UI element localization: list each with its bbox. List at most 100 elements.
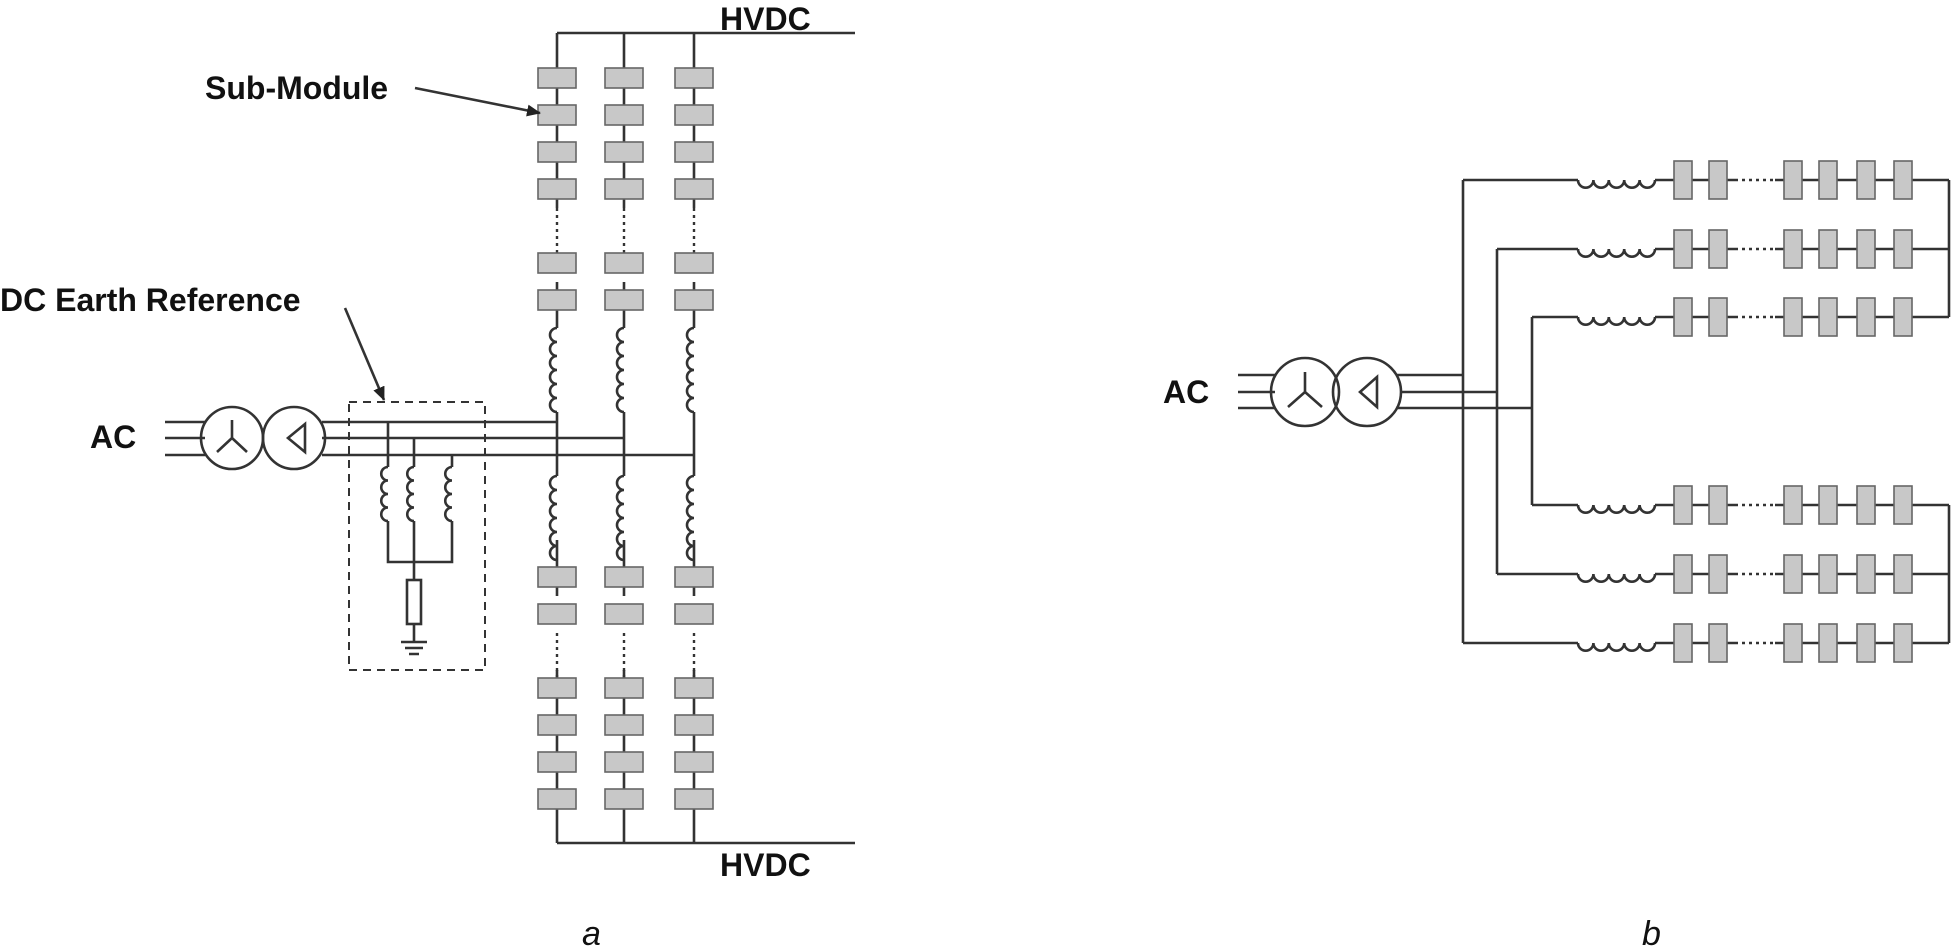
inductor-coil-icon xyxy=(615,326,625,414)
sub-module xyxy=(537,178,577,200)
dc-earth-reference-label: DC Earth Reference xyxy=(0,282,301,318)
converter-arms xyxy=(1463,160,1949,663)
phase-leg xyxy=(604,33,644,843)
sub-module xyxy=(537,566,577,588)
sub-module xyxy=(537,714,577,736)
sub-module xyxy=(1673,554,1693,594)
sub-module xyxy=(674,603,714,625)
sub-module xyxy=(1856,160,1876,200)
sub-module xyxy=(674,289,714,311)
sub-module xyxy=(1818,623,1838,663)
sub-module xyxy=(674,714,714,736)
sub-module xyxy=(1673,229,1693,269)
sub-module xyxy=(1818,229,1838,269)
sub-module xyxy=(604,252,644,274)
sub-module xyxy=(1893,297,1913,337)
star-delta-transformer-icon xyxy=(199,405,327,471)
sub-module xyxy=(1783,229,1803,269)
sub-module xyxy=(604,714,644,736)
converter-arm xyxy=(1463,160,1949,200)
sub-module xyxy=(674,751,714,773)
inductor-coil-icon xyxy=(1576,642,1657,652)
ac-label-b: AC xyxy=(1163,374,1209,410)
sub-module xyxy=(674,178,714,200)
sub-module xyxy=(537,289,577,311)
sub-module xyxy=(604,566,644,588)
sub-module xyxy=(1708,229,1728,269)
sub-module xyxy=(604,104,644,126)
phase-legs xyxy=(537,33,714,843)
sub-module xyxy=(1673,623,1693,663)
earth-reference-network xyxy=(379,422,454,656)
inductor-coil-icon xyxy=(443,465,453,523)
sub-module xyxy=(1856,623,1876,663)
panel-a-mmc-three-phase: HVDC HVDC Sub-Module DC Earth Reference … xyxy=(0,1,855,951)
sub-module xyxy=(1708,485,1728,525)
sub-module xyxy=(604,178,644,200)
sub-module xyxy=(1783,554,1803,594)
sub-module xyxy=(1856,297,1876,337)
sub-module xyxy=(1673,485,1693,525)
sub-module xyxy=(1783,297,1803,337)
sub-module xyxy=(1673,160,1693,200)
inductor-coil-icon xyxy=(1576,504,1657,514)
sub-module xyxy=(537,677,577,699)
sub-module xyxy=(1783,485,1803,525)
sub-module xyxy=(1818,160,1838,200)
sub-module xyxy=(604,289,644,311)
inductor-coil-icon xyxy=(1576,248,1657,258)
converter-arm xyxy=(1532,485,1949,525)
sub-module xyxy=(1856,229,1876,269)
sub-module xyxy=(604,677,644,699)
sub-module xyxy=(1708,623,1728,663)
sub-module xyxy=(674,67,714,89)
inductor-coil-icon xyxy=(379,465,389,523)
panel-b-mmc-arms: AC b xyxy=(1163,160,1951,951)
sub-module xyxy=(1856,485,1876,525)
sub-module xyxy=(1708,297,1728,337)
sub-module xyxy=(674,141,714,163)
sub-module xyxy=(604,603,644,625)
phase-leg xyxy=(674,33,714,843)
sub-module xyxy=(1818,485,1838,525)
sub-module xyxy=(537,67,577,89)
sub-module xyxy=(537,141,577,163)
sub-module xyxy=(1893,160,1913,200)
sub-module xyxy=(674,677,714,699)
sub-module xyxy=(1893,623,1913,663)
dc-earth-reference-pointer xyxy=(343,307,386,401)
inductor-coil-icon xyxy=(1576,573,1657,583)
caption-a: a xyxy=(582,915,601,951)
hvdc-bottom-label: HVDC xyxy=(720,847,811,883)
sub-module-pointer xyxy=(414,86,541,117)
sub-module xyxy=(537,751,577,773)
sub-module xyxy=(537,104,577,126)
inductor-coil-icon xyxy=(685,474,695,562)
sub-module xyxy=(1818,554,1838,594)
sub-module xyxy=(604,751,644,773)
sub-module xyxy=(537,788,577,810)
sub-module xyxy=(1783,623,1803,663)
converter-arm xyxy=(1532,297,1949,337)
converter-arm xyxy=(1497,229,1949,269)
inductor-coil-icon xyxy=(1576,179,1657,189)
dc-earth-reference-box xyxy=(348,401,486,671)
sub-module xyxy=(1893,485,1913,525)
sub-module xyxy=(674,566,714,588)
resistor-icon xyxy=(405,578,423,626)
star-delta-transformer-icon xyxy=(1269,356,1403,428)
converter-arm xyxy=(1463,623,1949,663)
sub-module xyxy=(1708,554,1728,594)
sub-module xyxy=(1818,297,1838,337)
sub-module xyxy=(1783,160,1803,200)
sub-module xyxy=(604,141,644,163)
phase-leg xyxy=(537,33,577,843)
sub-module xyxy=(604,67,644,89)
inductor-coil-icon xyxy=(1576,316,1657,326)
hvdc-top-label: HVDC xyxy=(720,1,811,37)
sub-module xyxy=(1856,554,1876,594)
caption-b: b xyxy=(1642,915,1661,951)
sub-module xyxy=(537,252,577,274)
ground-icon xyxy=(401,624,427,656)
sub-module xyxy=(674,252,714,274)
